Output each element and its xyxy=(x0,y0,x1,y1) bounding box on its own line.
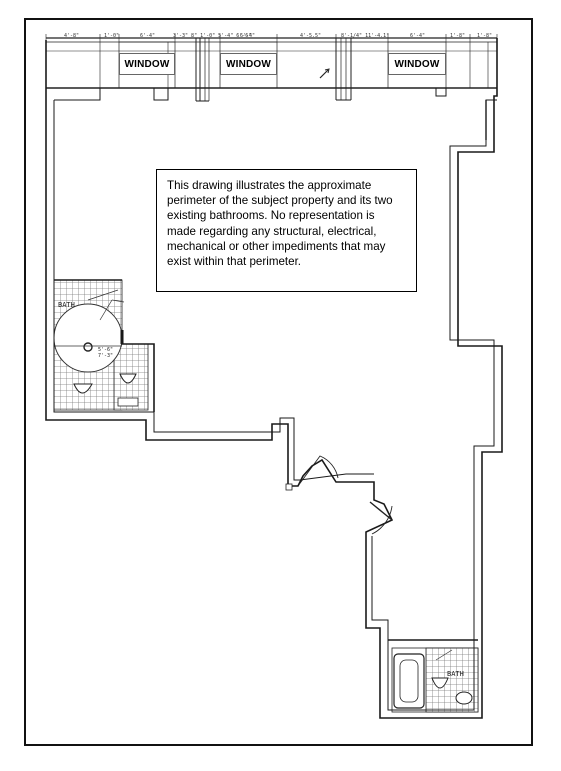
toilet-icon xyxy=(431,677,449,689)
perimeter-wall xyxy=(45,38,503,719)
dimension-labels: 4'-8" 1'-0" 6'-4" 3'-3" 8" 1'-0" 5'-4" 6… xyxy=(64,33,492,39)
bath-1-dim: 5'-6" xyxy=(98,347,113,353)
dim-label: 8'-1/4" 11'-4.1" xyxy=(341,33,389,39)
sink-icon xyxy=(117,397,139,407)
window-label: WINDOW xyxy=(220,53,277,75)
dim-label: 3'-3" 8" 1'-0" 5'-4" 6'-6" xyxy=(173,33,251,39)
toilet-icon xyxy=(73,383,93,394)
dim-label: 6'-4" xyxy=(240,33,255,39)
door-icon xyxy=(297,455,339,487)
sink-icon xyxy=(455,691,473,705)
page-frame xyxy=(24,18,533,746)
bathroom-1 xyxy=(53,279,149,411)
bathroom-2 xyxy=(391,647,479,713)
disclaimer-note: This drawing illustrates the approximate… xyxy=(156,169,417,292)
bath-1-dim: 7'-3" xyxy=(98,353,113,359)
door-icon xyxy=(371,505,393,535)
turning-circle xyxy=(53,303,123,373)
disclaimer-text: This drawing illustrates the approximate… xyxy=(167,179,393,269)
toilet-icon xyxy=(119,373,137,384)
bath-1-label: BATH xyxy=(58,301,75,309)
window-label: WINDOW xyxy=(119,53,175,75)
dim-label: 1'-0" xyxy=(104,33,119,39)
window-label: WINDOW xyxy=(388,53,446,75)
dim-label: 6'-4" xyxy=(140,33,155,39)
bath-2-label: BATH xyxy=(447,670,464,678)
window-wall xyxy=(45,34,498,101)
dim-label: 4'-8" xyxy=(64,33,79,39)
dim-label: 1'-8" xyxy=(450,33,465,39)
dim-label: 4'-5.5" xyxy=(300,33,321,39)
dim-label: 6'-4" xyxy=(410,33,425,39)
door-swings xyxy=(285,455,393,535)
dim-label: 1'-8" xyxy=(477,33,492,39)
